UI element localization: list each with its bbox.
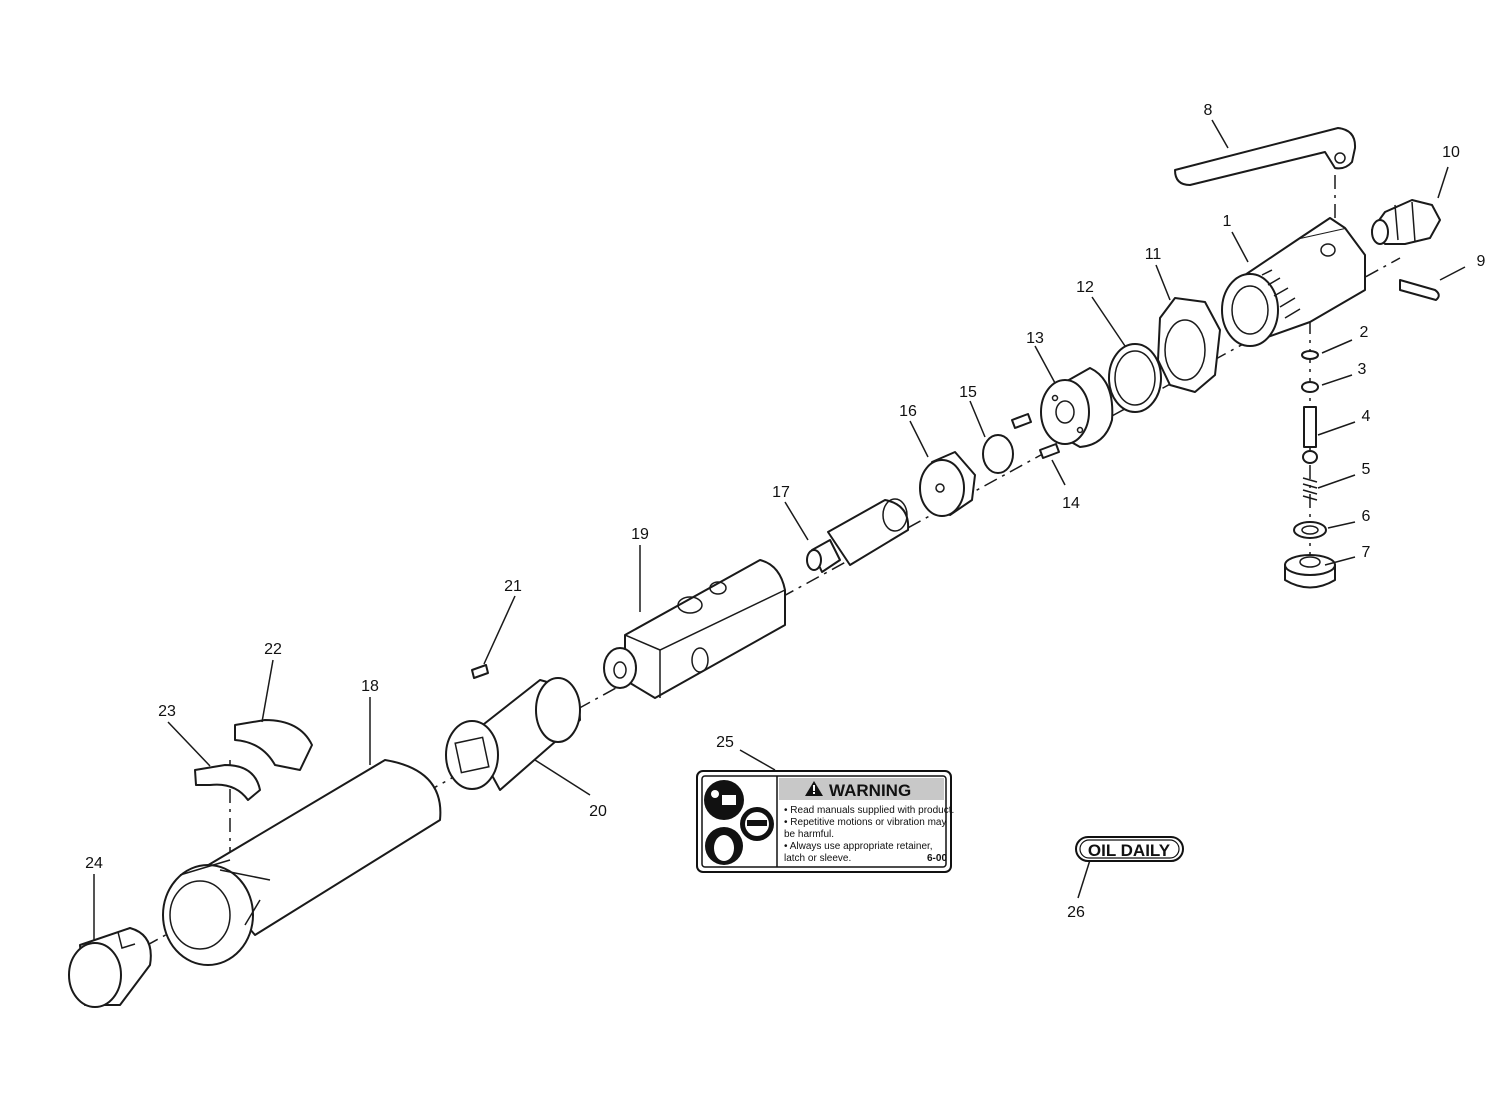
callout-6: 6 (1362, 508, 1371, 525)
part-20-drive-hub (445, 677, 581, 791)
eye-protection-icon (740, 807, 774, 841)
part-5-valve-spring (1302, 477, 1318, 501)
callout-15: 15 (959, 384, 977, 401)
callout-23: 23 (158, 703, 176, 720)
part-4-valve-stem (1302, 406, 1318, 464)
part-6-seal (1293, 521, 1327, 539)
callout-12: 12 (1076, 279, 1094, 296)
callout-13: 13 (1026, 330, 1044, 347)
part-2-o-ring (1301, 350, 1319, 360)
callout-10: 10 (1442, 144, 1460, 161)
warning-line-4: • Always use appropriate retainer, (784, 841, 933, 852)
callout-5: 5 (1362, 461, 1371, 478)
warning-line-2: • Repetitive motions or vibration may (784, 817, 946, 828)
part-16-rear-bearing (919, 451, 976, 517)
callout-17: 17 (772, 484, 790, 501)
part-18-sleeve (162, 759, 442, 966)
oil-daily-text: OIL DAILY (1088, 841, 1171, 860)
callout-14: 14 (1062, 495, 1080, 512)
read-manual-icon (704, 780, 744, 820)
callout-11: 11 (1145, 246, 1162, 263)
callout-numbers: 1 2 3 4 5 6 7 8 9 10 11 12 13 14 15 16 1… (85, 102, 1485, 921)
callout-9: 9 (1477, 253, 1486, 270)
callout-18: 18 (361, 678, 379, 695)
part-11-housing-nut (1157, 297, 1221, 393)
hearing-protection-icon (705, 827, 743, 865)
callout-24: 24 (85, 855, 103, 872)
callout-25: 25 (716, 734, 734, 751)
part-14-dowel-pins (1011, 413, 1060, 459)
warning-heading: WARNING (829, 781, 911, 800)
callout-7: 7 (1362, 544, 1371, 561)
callout-4: 4 (1362, 408, 1371, 425)
callout-16: 16 (899, 403, 917, 420)
part-25-warning-label: WARNING • Read manuals supplied with pro… (696, 770, 954, 873)
part-17-rotor (806, 498, 910, 573)
part-19-cylinder (603, 559, 786, 699)
callout-3: 3 (1358, 361, 1367, 378)
part-24-retainer (68, 927, 152, 1008)
warning-code: 6-00 (927, 853, 947, 864)
warning-triangle-icon (805, 781, 823, 796)
part-15-shim-disc (982, 434, 1014, 474)
warning-line-1: • Read manuals supplied with product. (784, 805, 954, 816)
warning-line-3: be harmful. (784, 829, 834, 840)
part-13-rear-end-plate (1040, 367, 1114, 448)
part-9-lever-pin (1399, 279, 1440, 301)
callout-1: 1 (1223, 213, 1232, 230)
part-7-valve-cap (1284, 554, 1336, 589)
part-3-o-ring (1301, 381, 1319, 393)
callout-2: 2 (1360, 324, 1369, 341)
part-23-clamp-half (194, 764, 261, 801)
part-26-oil-daily-label: OIL DAILY (1075, 836, 1184, 862)
callout-19: 19 (631, 526, 649, 543)
part-21-key (471, 664, 489, 679)
callout-21: 21 (504, 578, 522, 595)
callout-8: 8 (1204, 102, 1213, 119)
callout-26: 26 (1067, 904, 1085, 921)
part-12-gasket (1108, 343, 1162, 413)
callout-22: 22 (264, 641, 282, 658)
warning-line-5: latch or sleeve. (784, 853, 851, 864)
part-10-inlet-bushing (1371, 199, 1441, 245)
callout-20: 20 (589, 803, 607, 820)
part-1-valve-housing (1221, 217, 1366, 347)
part-8-throttle-lever (1174, 127, 1357, 186)
part-22-clamp-half (234, 719, 313, 771)
leader-lines (93, 119, 1466, 940)
